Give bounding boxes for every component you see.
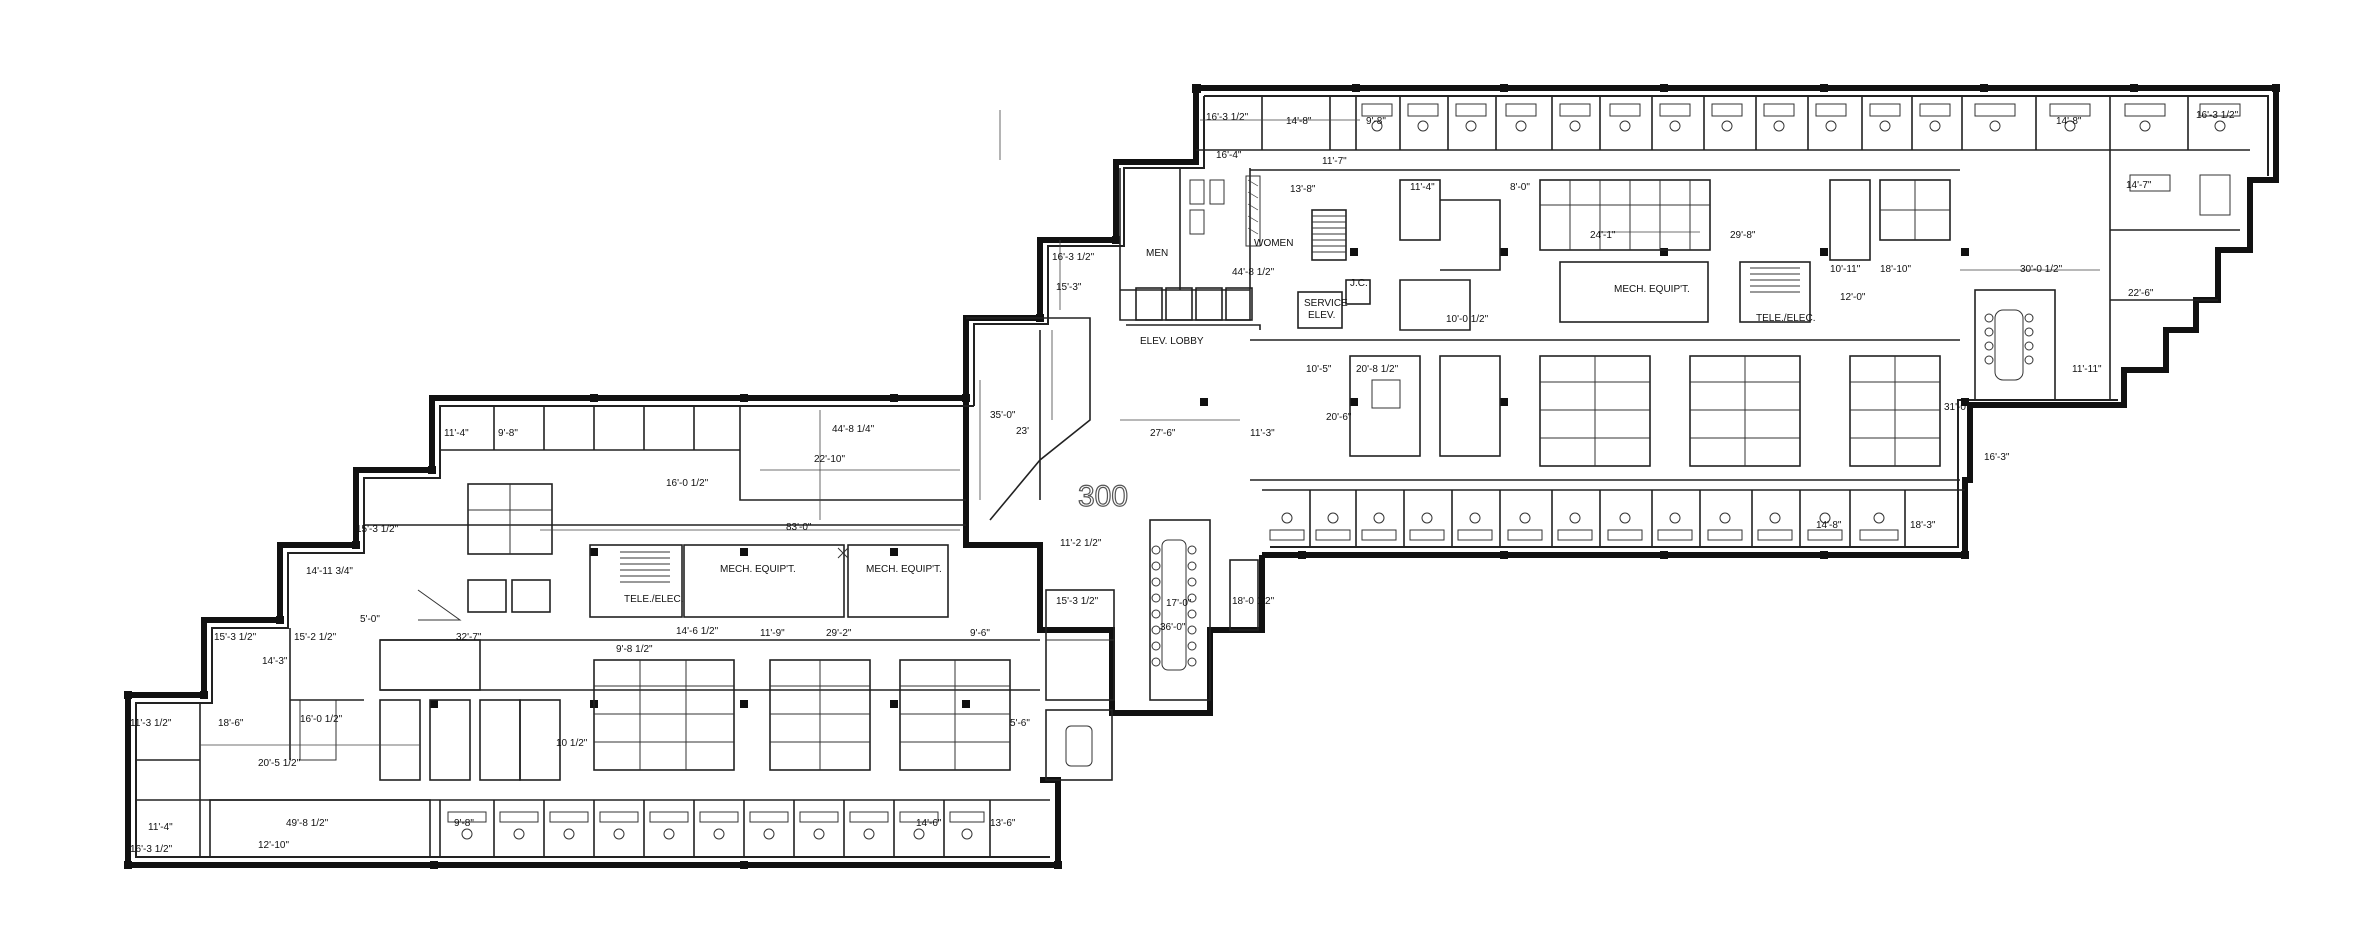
dim-label: 10'-0 1/2" (1446, 314, 1489, 325)
dim-label: 16'-3 1/2" (130, 844, 173, 855)
dim-label: 13'-8" (1290, 184, 1316, 195)
dim-label: 18'-3" (1910, 520, 1936, 531)
dim-label: 16'-0 1/2" (666, 478, 709, 489)
dim-label: 23' (1016, 426, 1029, 437)
middle-link (966, 317, 1259, 781)
dim-label: 20'-6" (1326, 412, 1352, 423)
dim-label: 14'-7" (2126, 180, 2152, 191)
dim-label: 29'-2" (826, 628, 852, 639)
dim-label: 32'-7" (456, 632, 482, 643)
dim-label: 13'-6" (990, 818, 1016, 829)
dim-label: 14'-11 3/4" (306, 566, 353, 577)
dimension-labels: 16'-3 1/2" 14'-8" 9'-8" 14'-8" 16'-3 1/2… (130, 110, 2239, 855)
dim-label: 5'-0" (360, 614, 380, 625)
west-workstation-clusters (299, 659, 1011, 781)
dim-label: 9'-8" (454, 818, 474, 829)
dim-label: 16'-3 1/2" (2196, 110, 2239, 121)
west-wing-core (364, 483, 1040, 691)
dim-label: 9'-6" (970, 628, 990, 639)
dim-label: 14'-6" (916, 818, 942, 829)
room-tele-elec-east: TELE./ELEC. (1756, 313, 1815, 324)
room-mech-equip-east: MECH. EQUIP'T. (1614, 284, 1690, 295)
dim-label: 14'-8" (1816, 520, 1842, 531)
floor-number: 300 (1078, 480, 1128, 513)
room-elev-lobby: ELEV. LOBBY (1140, 336, 1204, 347)
dim-label: 9'-8" (498, 428, 518, 439)
dim-label: 15'-3 1/2" (356, 524, 399, 535)
east-wing-interior (1119, 150, 2240, 481)
dim-label: 11'-7" (1322, 156, 1347, 167)
room-mech-equip-west-2: MECH. EQUIP'T. (866, 564, 942, 575)
dim-label: 24'-1" (1590, 230, 1616, 241)
dim-label: 15'-3 1/2" (214, 632, 257, 643)
structural-columns (124, 84, 2280, 869)
dimension-lines (200, 110, 2100, 746)
dim-label: 9'-8 1/2" (616, 644, 653, 655)
dim-label: 20'-5 1/2" (258, 758, 301, 769)
dim-label: 11'-11" (2072, 364, 2102, 375)
room-women: WOMEN (1254, 238, 1293, 249)
dim-label: 35'-0" (990, 410, 1016, 421)
dim-label: 49'-8 1/2" (286, 818, 329, 829)
dim-label: 8'-0" (1510, 182, 1530, 193)
dim-label: 18'-0 1/2" (1232, 596, 1275, 607)
dim-label: 10'-5" (1306, 364, 1332, 375)
dim-label: 12'-0" (1840, 292, 1866, 303)
dim-label: 14'-8" (2056, 116, 2082, 127)
exterior-walls (125, 85, 2279, 868)
dim-label: 17'-0" (1166, 598, 1192, 609)
dim-label: 83'-0" (786, 522, 812, 533)
dim-label: 15'-2 1/2" (294, 632, 337, 643)
west-wing-bottom-offices (136, 628, 1050, 858)
dim-label: 16'-3 1/2" (1052, 252, 1095, 263)
dim-label: 18'-10" (1880, 264, 1911, 275)
dim-label: 20'-8 1/2" (1356, 364, 1399, 375)
room-jc: J.C. (1350, 278, 1368, 289)
dim-label: 14'-3" (262, 656, 288, 667)
east-wing-bottom-offices (1262, 489, 1965, 547)
dim-label: 14'-8" (1286, 116, 1312, 127)
dim-label: 16'-3 1/2" (1206, 112, 1249, 123)
dim-label: 18'-6" (218, 718, 244, 729)
room-mech-equip-west: MECH. EQUIP'T. (720, 564, 796, 575)
dim-label: 10 1/2" (556, 738, 588, 749)
dim-label: 11'-4" (444, 428, 469, 439)
dim-label: 11'-3" (1250, 428, 1275, 439)
dim-label: 16'-4" (1216, 150, 1242, 161)
east-wing-top-offices (1196, 96, 2250, 151)
room-service-elev-line1: SERVICE (1304, 298, 1348, 309)
dim-label: 15'-3" (1056, 282, 1082, 293)
dim-label: 44'-8 1/2" (1232, 267, 1275, 278)
dim-label: 14'-6 1/2" (676, 626, 719, 637)
dim-label: 22'-6" (2128, 288, 2154, 299)
dim-label: 31'-0" (1944, 402, 1970, 413)
dim-label: 11'-3 1/2" (130, 718, 172, 729)
dim-label: 11'-9" (760, 628, 785, 639)
dim-label: 15'-3 1/2" (1056, 596, 1099, 607)
dim-label: 27'-6" (1150, 428, 1176, 439)
dim-label: 30'-0 1/2" (2020, 264, 2063, 275)
dim-label: 29'-8" (1730, 230, 1756, 241)
dim-label: 11'-4" (148, 822, 173, 833)
dim-label: 9'-8" (1366, 116, 1386, 127)
dim-label: 44'-8 1/4" (832, 424, 875, 435)
room-labels: MEN WOMEN ELEV. LOBBY SERVICE ELEV. J.C.… (624, 238, 1815, 605)
dim-label: 11'-4" (1410, 182, 1435, 193)
dim-label: 11'-2 1/2" (1060, 538, 1102, 549)
east-workstation-clusters (1349, 179, 1951, 467)
room-men: MEN (1146, 248, 1168, 259)
room-service-elev-line2: ELEV. (1308, 310, 1335, 321)
dim-label: 12'-10" (258, 840, 289, 851)
dim-label: 22'-10" (814, 454, 845, 465)
dim-label: 10'-11" (1830, 264, 1861, 275)
dim-label: 16'-0 1/2" (300, 714, 343, 725)
dim-label: 5'-6" (1010, 718, 1030, 729)
room-tele-elec-west: TELE./ELEC. (624, 594, 683, 605)
dim-label: 16'-3" (1984, 452, 2010, 463)
dim-label: 36'-0" (1160, 622, 1186, 633)
west-wing-top-offices (440, 406, 966, 501)
